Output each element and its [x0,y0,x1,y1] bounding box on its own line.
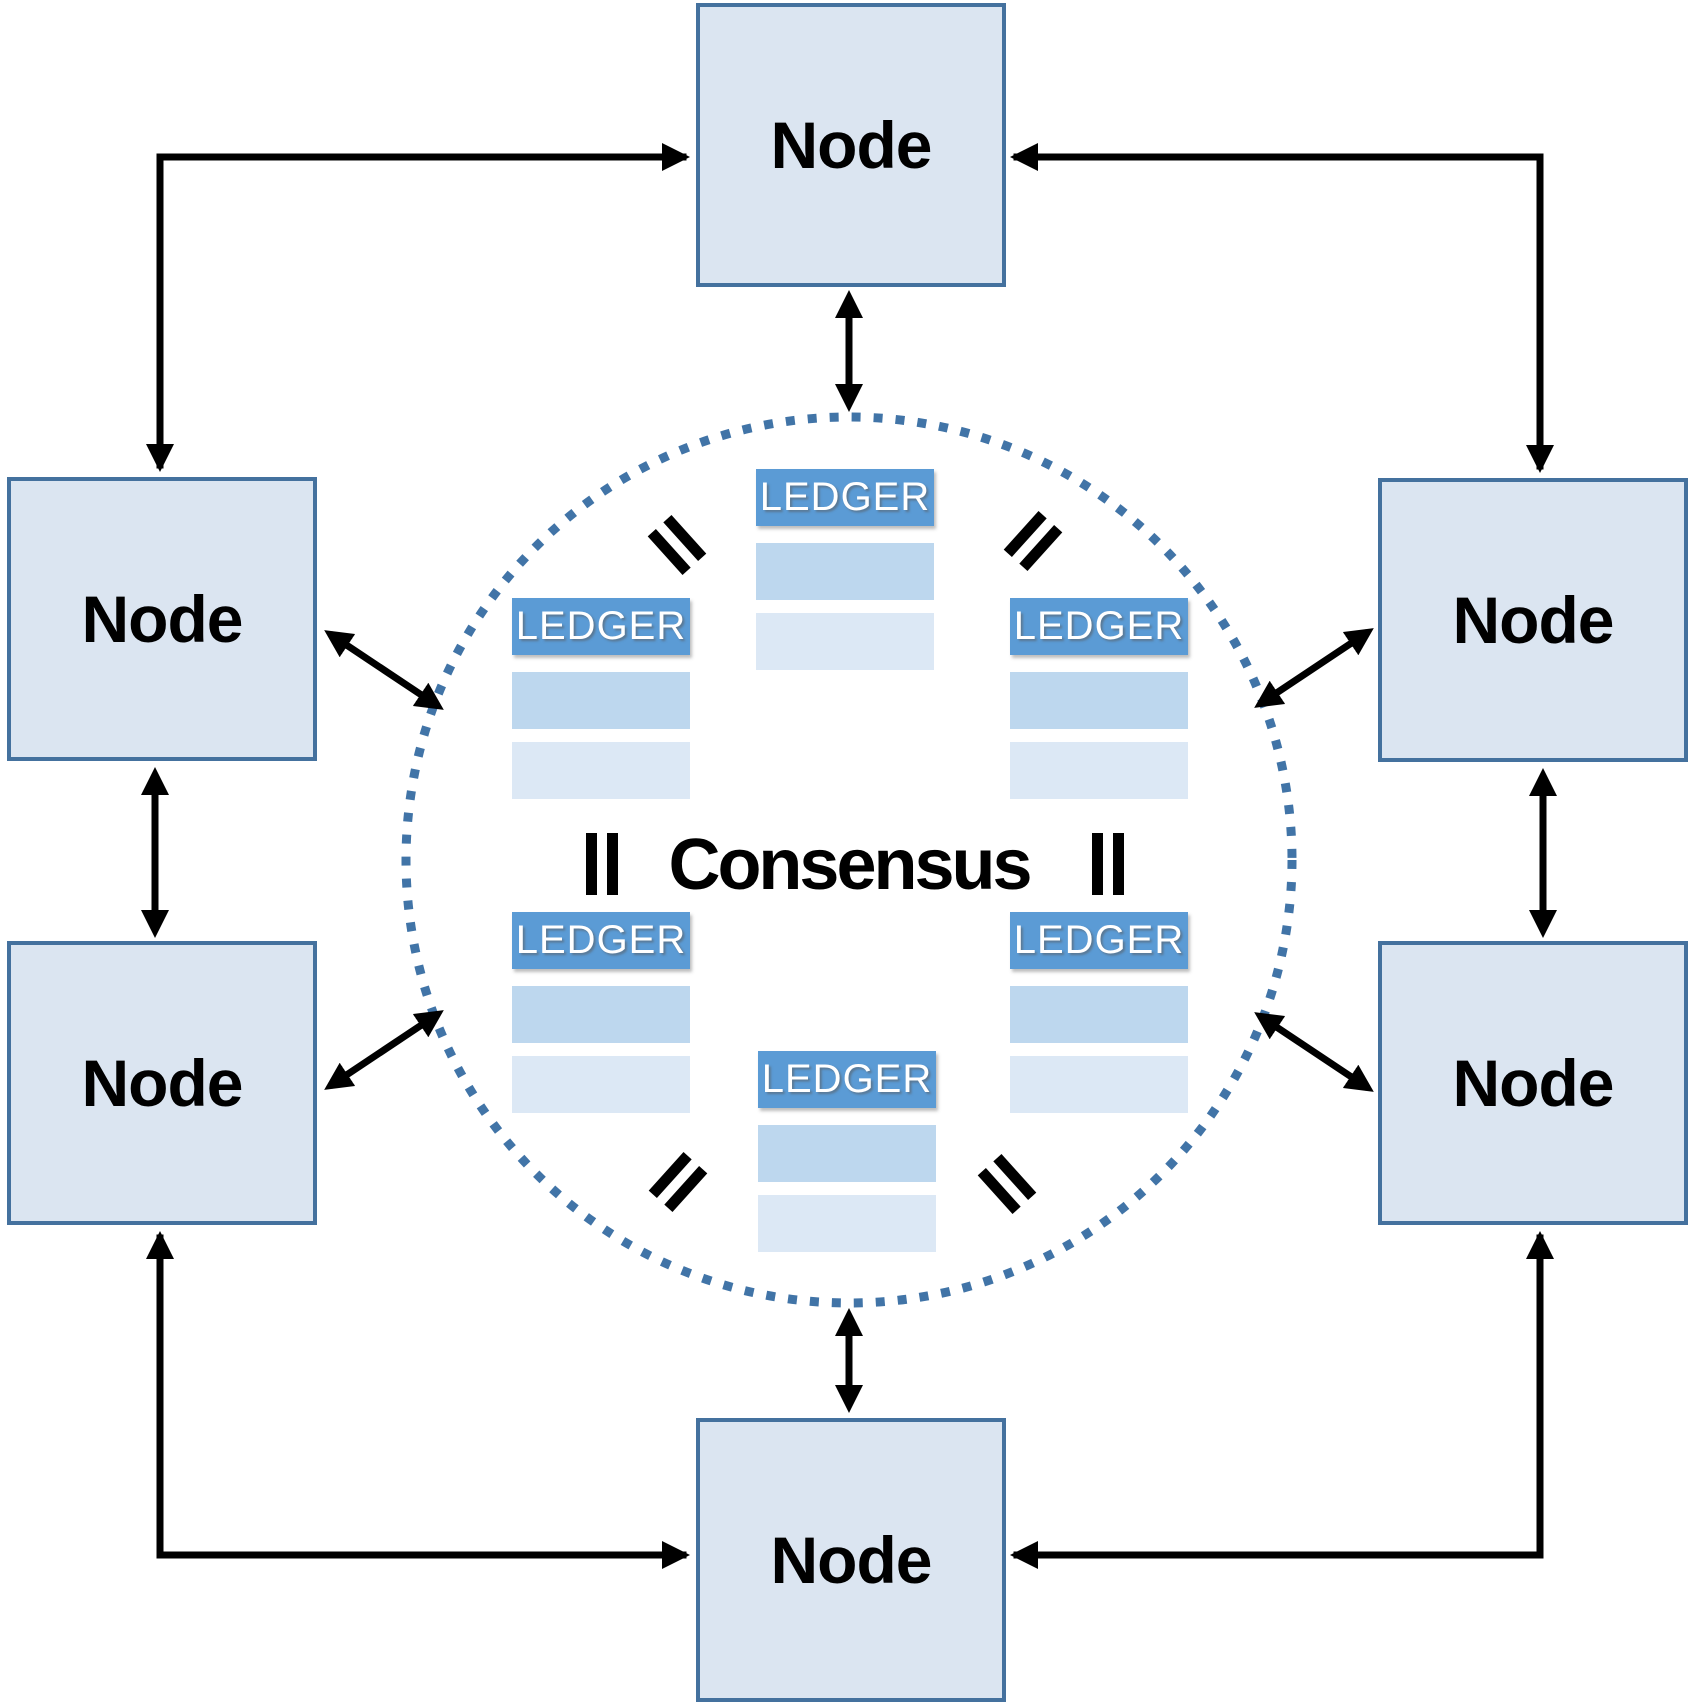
arrow-topleft-elbow [146,143,690,472]
ledger-row [512,672,690,729]
ledger-row [756,613,934,670]
ledger-row [1010,672,1188,729]
ledger-row [1010,986,1188,1043]
node-label: Node [770,1523,933,1597]
ledger-row [758,1125,936,1182]
consensus-circle [401,412,1297,1308]
arrow-topright-elbow [1010,143,1554,473]
ledger-row [1010,1056,1188,1113]
ledger-row [512,742,690,799]
ledger-label: LEDGER [1013,604,1185,648]
ledger-row [1010,742,1188,799]
ledger-upper-right: LEDGER [1010,598,1188,799]
ledger-label: LEDGER [515,604,687,648]
ledger-label: LEDGER [761,1057,933,1101]
ledger-label: LEDGER [515,918,687,962]
ledger-label: LEDGER [1013,918,1185,962]
ledger-header: LEDGER [1010,912,1188,969]
node-label: Node [770,108,933,182]
arrow-lowerleft-node-circle [324,1010,444,1090]
node-top: Node [696,3,1006,287]
ledger-row [758,1195,936,1252]
arrow-upperright-node-circle [1254,628,1374,708]
equals-bar [1092,833,1103,895]
node-lower-left: Node [7,941,317,1225]
arrow-bottomleft-elbow [146,1231,690,1569]
ledger-lower-left: LEDGER [512,912,690,1113]
equals-bar [586,833,597,895]
ledger-header: LEDGER [512,912,690,969]
ledger-row [756,543,934,600]
ledger-header: LEDGER [1010,598,1188,655]
ledger-row [512,1056,690,1113]
equals-icon [1092,833,1124,895]
ledger-lower-right: LEDGER [1010,912,1188,1113]
arrow-upperleft-node-circle [324,630,444,710]
ledger-header: LEDGER [758,1051,936,1108]
ledger-header: LEDGER [512,598,690,655]
ledger-bottom-center: LEDGER [758,1051,936,1252]
node-lower-right: Node [1378,941,1688,1225]
arrow-lowerright-node-circle [1254,1012,1374,1092]
equals-icon [586,833,618,895]
equals-bar [1113,833,1124,895]
ledger-top-center: LEDGER [756,469,934,670]
node-upper-right: Node [1378,478,1688,762]
node-upper-left: Node [7,477,317,761]
node-bottom: Node [696,1418,1006,1702]
node-label: Node [1452,1046,1615,1120]
consensus-title: Consensus [668,825,1032,905]
equals-bar [607,833,618,895]
ledger-header: LEDGER [756,469,934,526]
ledger-upper-left: LEDGER [512,598,690,799]
node-label: Node [1452,583,1615,657]
ledger-row [512,986,690,1043]
node-label: Node [81,1046,244,1120]
arrow-bottomright-elbow [1010,1231,1554,1569]
ledger-label: LEDGER [759,475,931,519]
node-label: Node [81,582,244,656]
